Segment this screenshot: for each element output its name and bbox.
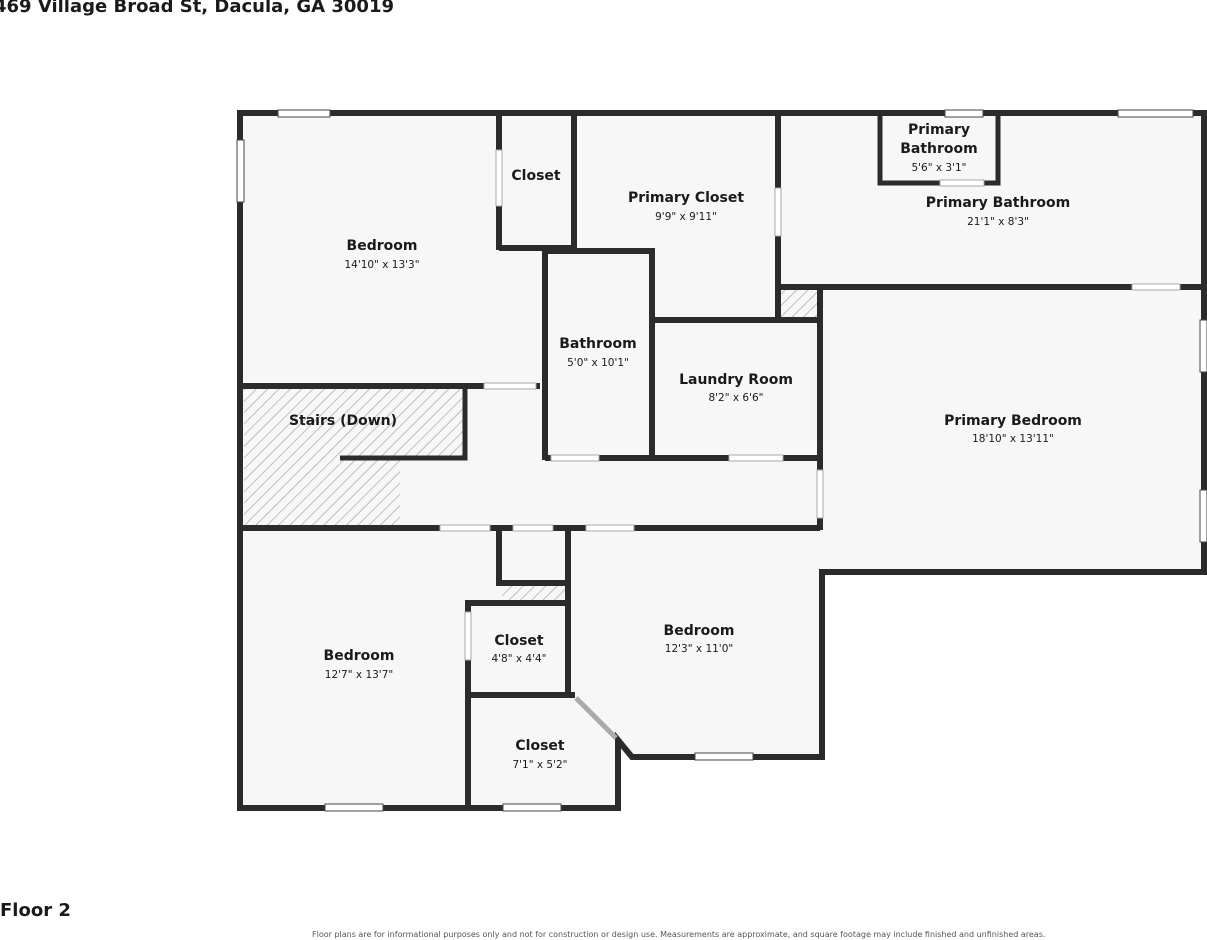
room-name-line2: Bathroom [900, 141, 978, 157]
room-name: Bathroom [559, 336, 637, 352]
doors [439, 149, 1181, 740]
room-bedroom-nw: Bedroom 14'10" x 13'3" [344, 238, 419, 271]
room-name: Closet [511, 168, 561, 184]
room-primary-bathroom: Primary Bathroom 21'1" x 8'3" [926, 195, 1070, 228]
room-dimensions: 18'10" x 13'11" [972, 433, 1054, 445]
room-name: Primary Bathroom [926, 195, 1070, 211]
room-dimensions: 4'8" x 4'4" [491, 653, 546, 665]
room-bathroom: Bathroom 5'0" x 10'1" [559, 336, 637, 369]
windows [236, 109, 1207, 812]
room-name: Closet [515, 738, 565, 754]
room-stairs: Stairs (Down) [289, 413, 397, 429]
room-bedroom-s: Bedroom 12'3" x 11'0" [664, 623, 735, 655]
room-primary-closet: Primary Closet 9'9" x 9'11" [628, 190, 744, 223]
room-name: Bedroom [347, 238, 418, 254]
disclaimer: Floor plans are for informational purpos… [312, 930, 1046, 939]
room-laundry: Laundry Room 8'2" x 6'6" [679, 372, 793, 404]
room-dimensions: 9'9" x 9'11" [655, 211, 717, 223]
room-primary-bathroom-small: Primary Bathroom 5'6" x 3'1" [900, 122, 978, 174]
room-dimensions: 12'7" x 13'7" [325, 669, 393, 681]
room-name: Laundry Room [679, 372, 793, 388]
room-dimensions: 5'0" x 10'1" [567, 357, 629, 369]
room-dimensions: 5'6" x 3'1" [911, 162, 966, 174]
room-dimensions: 21'1" x 8'3" [967, 216, 1029, 228]
room-name: Primary Bedroom [944, 413, 1082, 429]
room-closet-top: Closet [511, 168, 561, 184]
room-dimensions: 7'1" x 5'2" [512, 759, 567, 771]
room-dimensions: 14'10" x 13'3" [344, 259, 419, 271]
room-dimensions: 12'3" x 11'0" [665, 643, 733, 655]
room-name: Closet [494, 633, 544, 649]
room-name: Bedroom [324, 648, 395, 664]
room-closet-mid: Closet 4'8" x 4'4" [491, 633, 546, 665]
room-closet-bottom: Closet 7'1" x 5'2" [512, 738, 567, 771]
room-dimensions: 8'2" x 6'6" [708, 392, 763, 404]
room-bedroom-sw: Bedroom 12'7" x 13'7" [324, 648, 395, 681]
room-name: Stairs (Down) [289, 413, 397, 429]
room-name: Bedroom [664, 623, 735, 639]
floor-label: Floor 2 [0, 900, 71, 921]
room-primary-bedroom: Primary Bedroom 18'10" x 13'11" [944, 413, 1082, 445]
property-address: 469 Village Broad St, Dacula, GA 30019 [0, 0, 394, 17]
room-name: Primary Closet [628, 190, 744, 206]
room-name-line1: Primary [908, 122, 970, 138]
